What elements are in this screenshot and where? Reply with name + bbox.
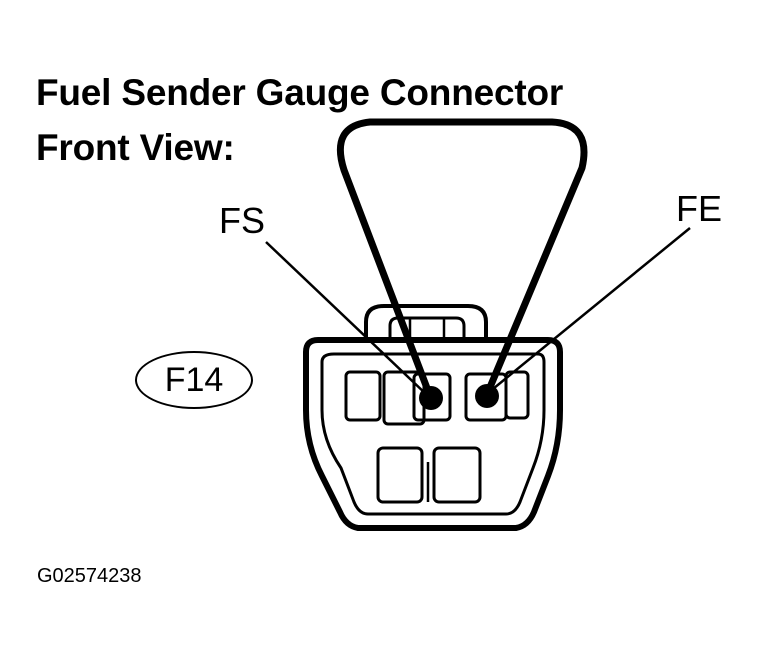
fs-pin-label: FS [219, 200, 266, 241]
connector-latch-tab [388, 316, 466, 340]
connector-id-text: F14 [164, 361, 224, 399]
fe-leader-line [487, 227, 691, 394]
terminal-cavity-6 [376, 446, 424, 504]
connector-latch [364, 304, 488, 340]
diagram-title: Fuel Sender Gauge Connector [36, 72, 564, 113]
terminal-cavity-2 [382, 370, 426, 426]
terminal-cavity-3 [412, 372, 452, 422]
fe-pin-label: FE [676, 188, 723, 229]
terminal-cavity-1 [344, 370, 382, 422]
figure-code: G02574238 [37, 565, 142, 587]
terminal-cavity-7 [432, 446, 482, 504]
diagram-subtitle: Front View: [36, 127, 235, 168]
connector-id-badge: F14 [135, 351, 253, 409]
connector-inner-housing [320, 352, 546, 516]
fs-terminal-probe [419, 386, 443, 410]
terminal-cavity-5 [504, 370, 530, 420]
fe-terminal-probe [475, 384, 499, 408]
fs-leader-line [265, 241, 428, 396]
connector-outer-housing [303, 337, 563, 531]
jumper-wire [336, 118, 588, 398]
